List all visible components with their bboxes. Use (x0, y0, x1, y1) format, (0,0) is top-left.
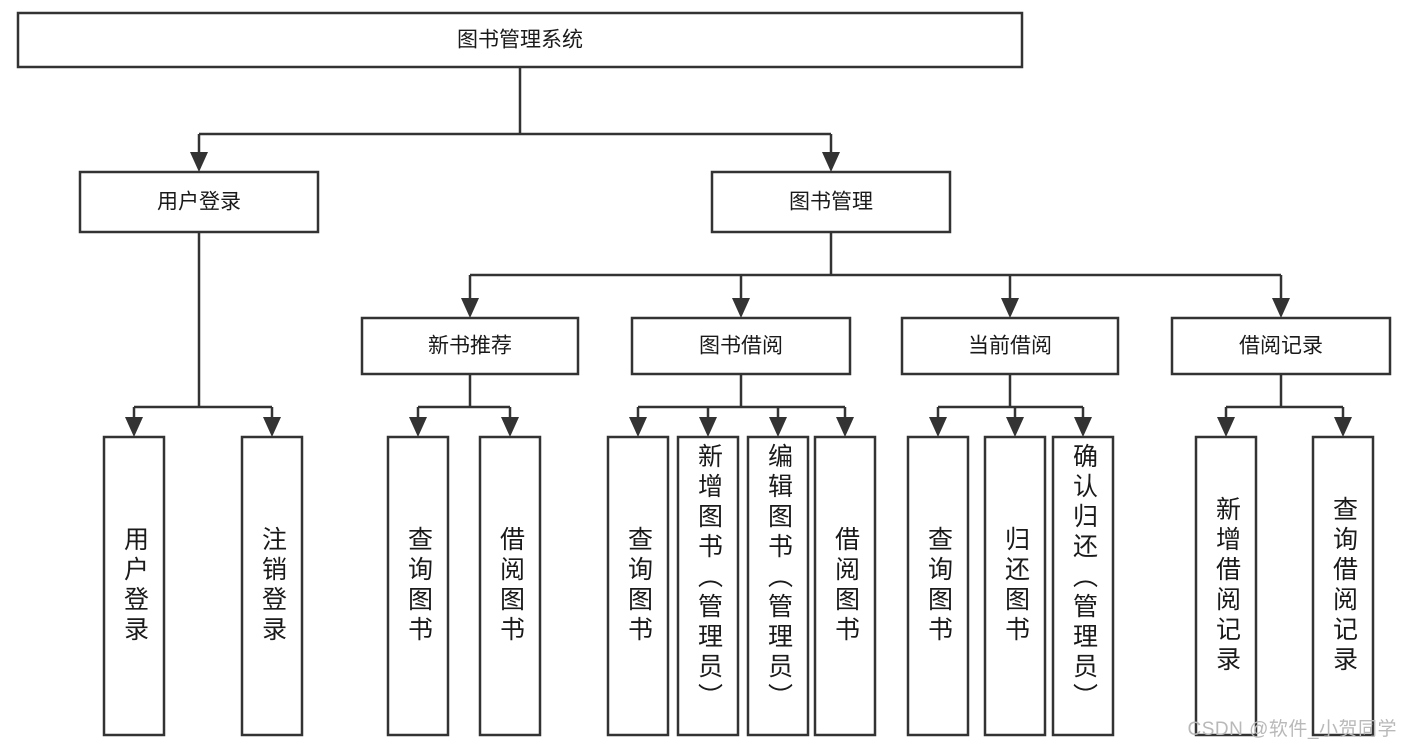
arrow-head-icon (769, 417, 787, 437)
leaf-node-box[interactable] (1311, 435, 1375, 737)
connector-lines (125, 67, 1352, 437)
leaf-node-box[interactable] (1051, 435, 1115, 737)
arrow-head-icon (699, 417, 717, 437)
watermark-text: CSDN @软件_小贺同学 (1187, 719, 1397, 740)
leaf-node-9[interactable] (906, 435, 970, 737)
arrow-head-icon (409, 417, 427, 437)
leaf-node-13[interactable] (1311, 435, 1375, 737)
arrow-head-icon (1334, 417, 1352, 437)
level3-node-box[interactable] (1170, 316, 1392, 376)
level2-node-label: 用户登录 (157, 191, 241, 214)
leaf-node-4[interactable] (478, 435, 542, 737)
leaf-node-box[interactable] (746, 435, 810, 737)
level2-node-1[interactable] (78, 170, 320, 234)
level3-node-label: 新书推荐 (428, 335, 512, 358)
leaf-node-box[interactable] (240, 435, 304, 737)
leaf-node-10[interactable] (983, 435, 1047, 737)
leaf-node-box[interactable] (606, 435, 670, 737)
arrow-head-icon (929, 417, 947, 437)
arrow-head-icon (501, 417, 519, 437)
level3-node-3[interactable] (900, 316, 1120, 376)
level3-node-label: 图书借阅 (699, 335, 783, 358)
arrow-head-icon (1074, 417, 1092, 437)
arrow-head-icon (1001, 298, 1019, 318)
level2-node-label: 图书管理 (789, 191, 873, 214)
level3-node-box[interactable] (360, 316, 580, 376)
level2-node-box[interactable] (78, 170, 320, 234)
leaf-node-box[interactable] (906, 435, 970, 737)
arrow-head-icon (461, 298, 479, 318)
root-node-1[interactable] (16, 11, 1024, 69)
level2-node-2[interactable] (710, 170, 952, 234)
level3-node-box[interactable] (900, 316, 1120, 376)
leaf-node-box[interactable] (386, 435, 450, 737)
leaf-node-11[interactable] (1051, 435, 1115, 737)
arrow-head-icon (263, 417, 281, 437)
arrow-head-icon (125, 417, 143, 437)
arrow-head-icon (1217, 417, 1235, 437)
arrow-head-icon (732, 298, 750, 318)
level3-node-label: 借阅记录 (1239, 335, 1323, 358)
leaf-node-box[interactable] (983, 435, 1047, 737)
leaf-node-8[interactable] (813, 435, 877, 737)
arrow-head-icon (836, 417, 854, 437)
root-node-label: 图书管理系统 (457, 29, 583, 52)
arrow-head-icon (822, 152, 840, 172)
leaf-node-box[interactable] (102, 435, 166, 737)
root-node-box[interactable] (16, 11, 1024, 69)
leaf-node-6[interactable] (676, 435, 740, 737)
leaf-node-12[interactable] (1194, 435, 1258, 737)
leaf-node-1[interactable] (102, 435, 166, 737)
leaf-node-box[interactable] (478, 435, 542, 737)
leaf-node-box[interactable] (813, 435, 877, 737)
leaf-node-3[interactable] (386, 435, 450, 737)
leaf-node-box[interactable] (676, 435, 740, 737)
leaf-node-box[interactable] (1194, 435, 1258, 737)
node-boxes (16, 11, 1392, 737)
leaf-node-5[interactable] (606, 435, 670, 737)
level2-node-box[interactable] (710, 170, 952, 234)
level3-node-label: 当前借阅 (968, 335, 1052, 358)
level3-node-1[interactable] (360, 316, 580, 376)
level3-node-2[interactable] (630, 316, 852, 376)
level3-node-box[interactable] (630, 316, 852, 376)
arrow-head-icon (629, 417, 647, 437)
arrow-head-icon (1272, 298, 1290, 318)
arrow-head-icon (190, 152, 208, 172)
arrow-head-icon (1006, 417, 1024, 437)
level3-node-4[interactable] (1170, 316, 1392, 376)
leaf-node-7[interactable] (746, 435, 810, 737)
leaf-node-2[interactable] (240, 435, 304, 737)
